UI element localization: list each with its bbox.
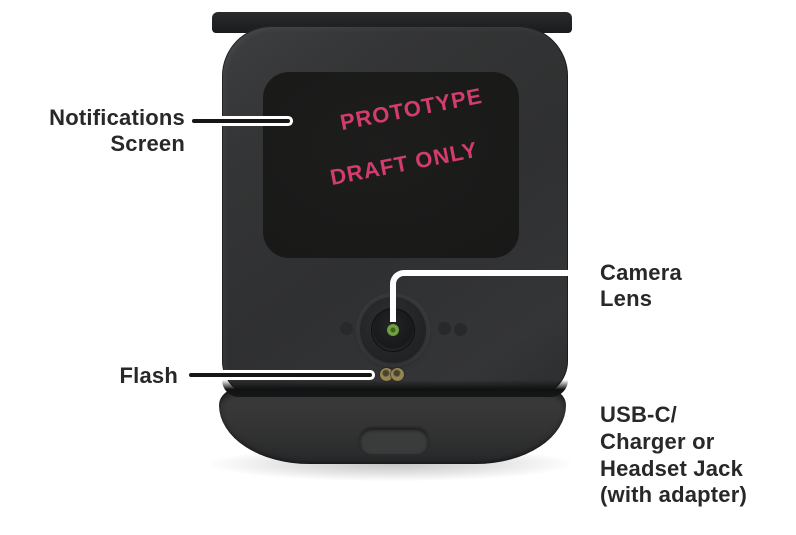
phone-chin (219, 388, 566, 464)
flash-led-left (380, 368, 393, 381)
flash-led-right (391, 368, 404, 381)
sensor-dot-right-2 (454, 323, 467, 336)
label-camera-line2: Lens (600, 285, 653, 311)
sensor-dot-left (340, 322, 353, 335)
leader-line-notifications (192, 119, 290, 123)
leader-line-flash (189, 373, 372, 377)
label-usb-line3: Headset Jack (600, 455, 744, 481)
leader-line-camera-endcap (390, 312, 396, 318)
label-flash-text: Flash (119, 363, 178, 388)
phone-body: PROTOTYPE DRAFT ONLY (222, 26, 568, 397)
chin-latch-notch (358, 426, 430, 456)
label-camera-line1: Camera (600, 260, 682, 285)
label-notifications-line2: Screen (110, 130, 185, 156)
label-camera-lens: Camera Lens (600, 260, 682, 312)
notifications-screen: PROTOTYPE DRAFT ONLY (263, 72, 519, 258)
camera-lens-green-dot (387, 324, 399, 336)
leader-line-camera (390, 270, 599, 322)
label-flash: Flash (120, 363, 178, 389)
screen-text-prototype: PROTOTYPE (338, 82, 485, 136)
label-usb-line1: USB-C/ (600, 402, 677, 427)
screen-text-draft-only: DRAFT ONLY (328, 136, 480, 191)
label-notifications-screen: Notifications Screen (49, 105, 185, 157)
label-usb-line4: (with adapter) (600, 482, 748, 508)
label-usb-line2: Charger or (600, 428, 715, 454)
label-usb-c-jack: USB-C/ Charger or Headset Jack (with ada… (600, 402, 747, 509)
label-notifications-line1: Notifications (49, 105, 185, 130)
sensor-dot-right-1 (438, 322, 451, 335)
